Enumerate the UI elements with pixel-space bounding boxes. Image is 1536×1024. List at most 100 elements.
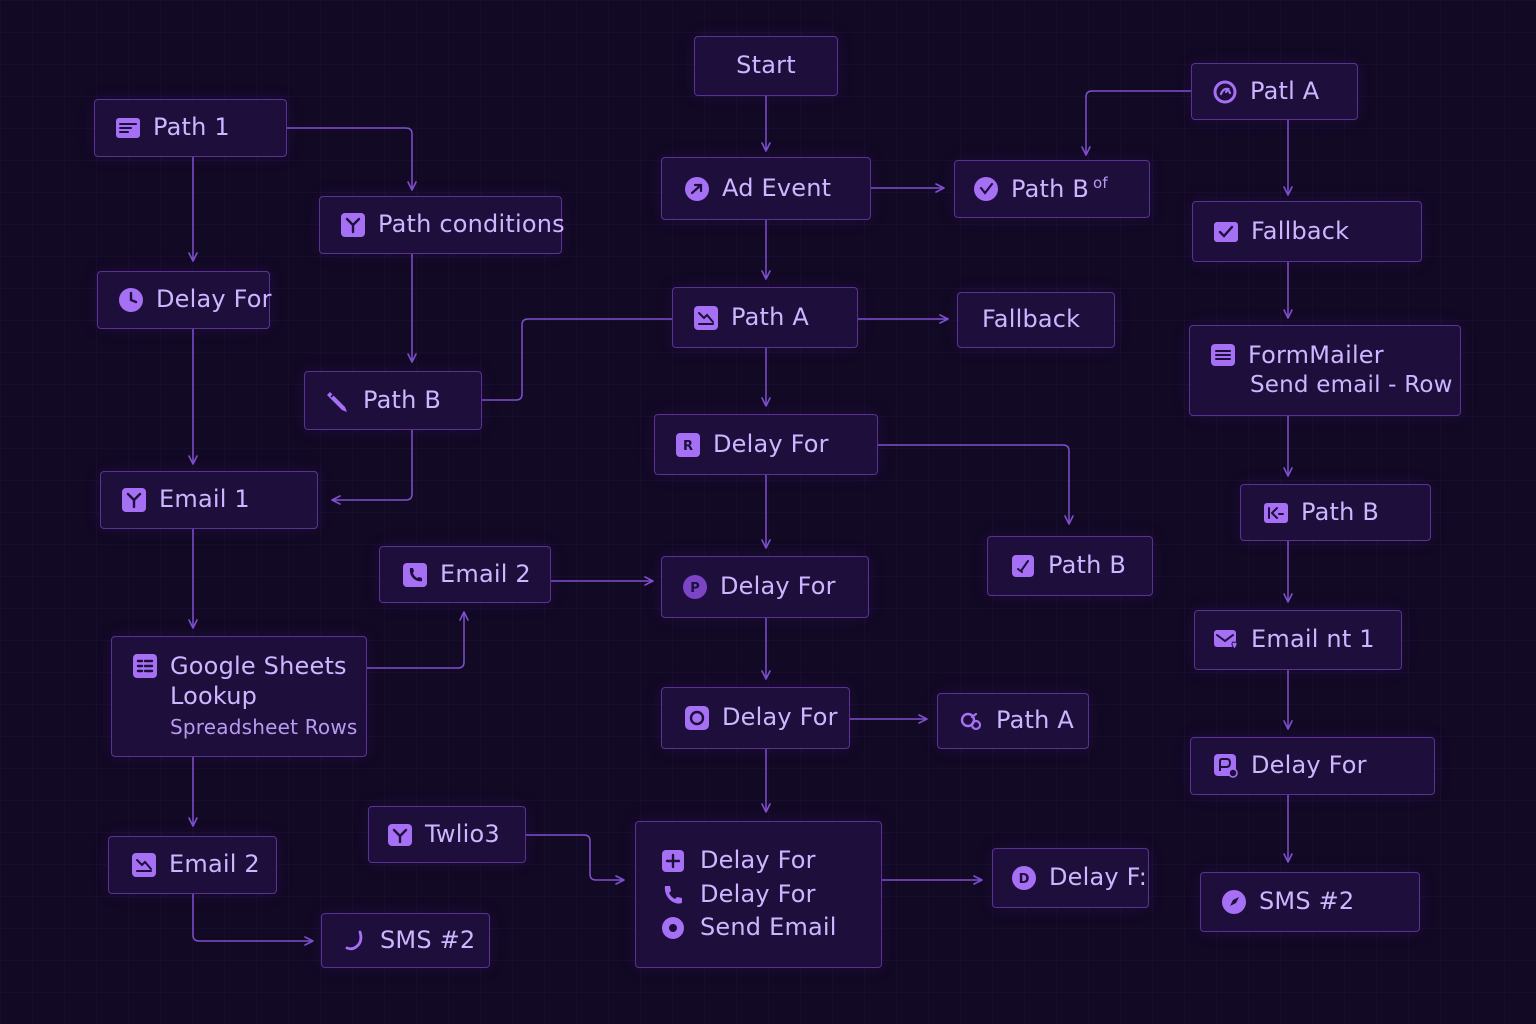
p-circle-icon: P xyxy=(682,574,708,600)
multi-step-item[interactable]: Send Email xyxy=(660,914,837,942)
google-sheets-node[interactable]: Google Sheets Lookup Spreadsheet Rows xyxy=(111,636,367,757)
path-b-pen-node[interactable]: Path B xyxy=(304,371,482,430)
fallback-label: Fallback xyxy=(982,305,1081,334)
path-1-label: Path 1 xyxy=(153,113,230,142)
formmailer-subtitle: Send email - Row xyxy=(1250,371,1453,398)
path-b-right-node[interactable]: Path B xyxy=(1240,484,1431,541)
fallback-right-node[interactable]: Fallback xyxy=(1192,201,1422,262)
path-b-text: Path B xyxy=(1011,174,1090,203)
delay-for-left-node[interactable]: Delay For xyxy=(97,271,272,329)
google-sheets-text: Google Sheets Lookup Spreadsheet Rows xyxy=(170,652,358,740)
ad-event-node[interactable]: Ad Event xyxy=(661,157,871,220)
svg-text:R: R xyxy=(683,439,693,454)
email-2-mid-node[interactable]: Email 2 xyxy=(379,546,551,603)
multi-step-item[interactable]: Delay For xyxy=(660,847,816,875)
svg-text:D: D xyxy=(1019,872,1030,887)
edge-patl-a-path-b-of xyxy=(1081,90,1191,156)
path-a-label: Path A xyxy=(996,706,1074,735)
sms-label: SMS #2 xyxy=(1259,887,1355,916)
path-a-link-node[interactable]: Path A xyxy=(937,693,1089,749)
compass-icon xyxy=(1221,889,1247,915)
twlio3-node[interactable]: Twlio3 xyxy=(368,806,526,863)
link-icon xyxy=(958,708,984,734)
multi-step-node[interactable]: Delay For Delay For Send Email xyxy=(635,821,882,968)
sms-label: SMS #2 xyxy=(380,925,476,954)
svg-text:P: P xyxy=(690,581,700,596)
path-b-label: Path B xyxy=(1048,551,1127,580)
delay-for-label: Delay For xyxy=(713,429,829,458)
multi-step-label: Delay For xyxy=(700,879,816,908)
formmailer-text: FormMailer Send email - Row xyxy=(1248,341,1453,398)
edge-delay-for-path-b xyxy=(878,444,1074,525)
form-icon xyxy=(115,115,141,141)
clock-icon xyxy=(118,287,144,313)
edge-path-b-email-1 xyxy=(331,430,413,505)
ad-event-label: Ad Event xyxy=(722,173,832,202)
phone-icon xyxy=(402,562,428,588)
path-b-label: Path B xyxy=(1301,497,1380,526)
multi-step-item[interactable]: Delay For xyxy=(660,879,816,909)
delay-f-node[interactable]: D Delay F: xyxy=(992,848,1149,908)
path-b-suffix: of xyxy=(1093,173,1108,192)
grid-icon xyxy=(132,653,158,679)
mail-heart-icon xyxy=(1213,627,1239,653)
edge-path-b-path-a xyxy=(482,318,672,401)
fallback-label: Fallback xyxy=(1251,216,1350,245)
phone-curve-icon xyxy=(342,928,368,954)
record-icon xyxy=(684,705,710,731)
branch-icon xyxy=(340,212,366,238)
path-1-node[interactable]: Path 1 xyxy=(94,99,287,157)
chart-icon xyxy=(693,305,719,331)
path-a-center-node[interactable]: Path A xyxy=(672,287,858,348)
d-circle-icon: D xyxy=(1011,865,1037,891)
keyboard-icon xyxy=(1263,500,1289,526)
branch-icon xyxy=(121,487,147,513)
delay-for-p-node[interactable]: P Delay For xyxy=(661,556,869,618)
delay-f-label: Delay F: xyxy=(1049,863,1148,892)
fallback-center-node[interactable]: Fallback xyxy=(957,292,1115,348)
multi-step-label: Delay For xyxy=(700,846,816,875)
refresh-circle-icon xyxy=(1212,79,1238,105)
patl-a-node[interactable]: Patl A xyxy=(1191,63,1358,120)
email-nt-1-label: Email nt 1 xyxy=(1251,625,1375,654)
formmailer-title: FormMailer xyxy=(1248,341,1384,369)
sms-right-node[interactable]: SMS #2 xyxy=(1200,872,1420,932)
multi-step-label: Send Email xyxy=(700,913,837,942)
formmailer-node[interactable]: FormMailer Send email - Row xyxy=(1189,325,1461,416)
pencil-icon xyxy=(325,388,351,414)
send-icon xyxy=(684,176,710,202)
delay-for-right-node[interactable]: Delay For xyxy=(1190,737,1435,795)
email-nt-1-node[interactable]: Email nt 1 xyxy=(1194,610,1402,670)
delay-for-label: Delay For xyxy=(1251,751,1367,780)
r-box-icon: R xyxy=(675,432,701,458)
delay-for-label: Delay For xyxy=(720,572,836,601)
edge-google-sheets-email-2 xyxy=(367,611,469,669)
path-conditions-label: Path conditions xyxy=(378,210,565,239)
start-label: Start xyxy=(736,51,796,80)
delay-for-o-node[interactable]: Delay For xyxy=(661,687,850,749)
phone-icon xyxy=(660,882,686,908)
sms-left-node[interactable]: SMS #2 xyxy=(321,913,490,968)
start-node[interactable]: Start xyxy=(694,36,838,96)
email-1-node[interactable]: Email 1 xyxy=(100,471,318,529)
google-sheets-subtitle: Spreadsheet Rows xyxy=(170,715,358,740)
path-b-mid-node[interactable]: Path B xyxy=(987,536,1153,596)
edge-twlio3-multi xyxy=(526,834,625,885)
google-sheets-title: Google Sheets xyxy=(170,652,347,680)
google-sheets-title-line2: Lookup xyxy=(170,681,258,710)
delay-for-label: Delay For xyxy=(156,285,272,314)
chart-icon xyxy=(131,852,157,878)
path-b-label: Path B xyxy=(363,385,442,414)
check-box-icon xyxy=(1010,553,1036,579)
path-conditions-node[interactable]: Path conditions xyxy=(319,196,565,254)
email-2-label: Email 2 xyxy=(440,559,531,588)
email-2-left-node[interactable]: Email 2 xyxy=(108,836,277,894)
list-icon xyxy=(1210,342,1236,368)
edge-email-2-sms xyxy=(192,894,314,946)
delay-for-r-node[interactable]: R Delay For xyxy=(654,414,878,475)
delay-for-label: Delay For xyxy=(722,703,838,732)
edge-path-1-path-conditions xyxy=(287,127,417,191)
plus-icon xyxy=(660,848,686,874)
